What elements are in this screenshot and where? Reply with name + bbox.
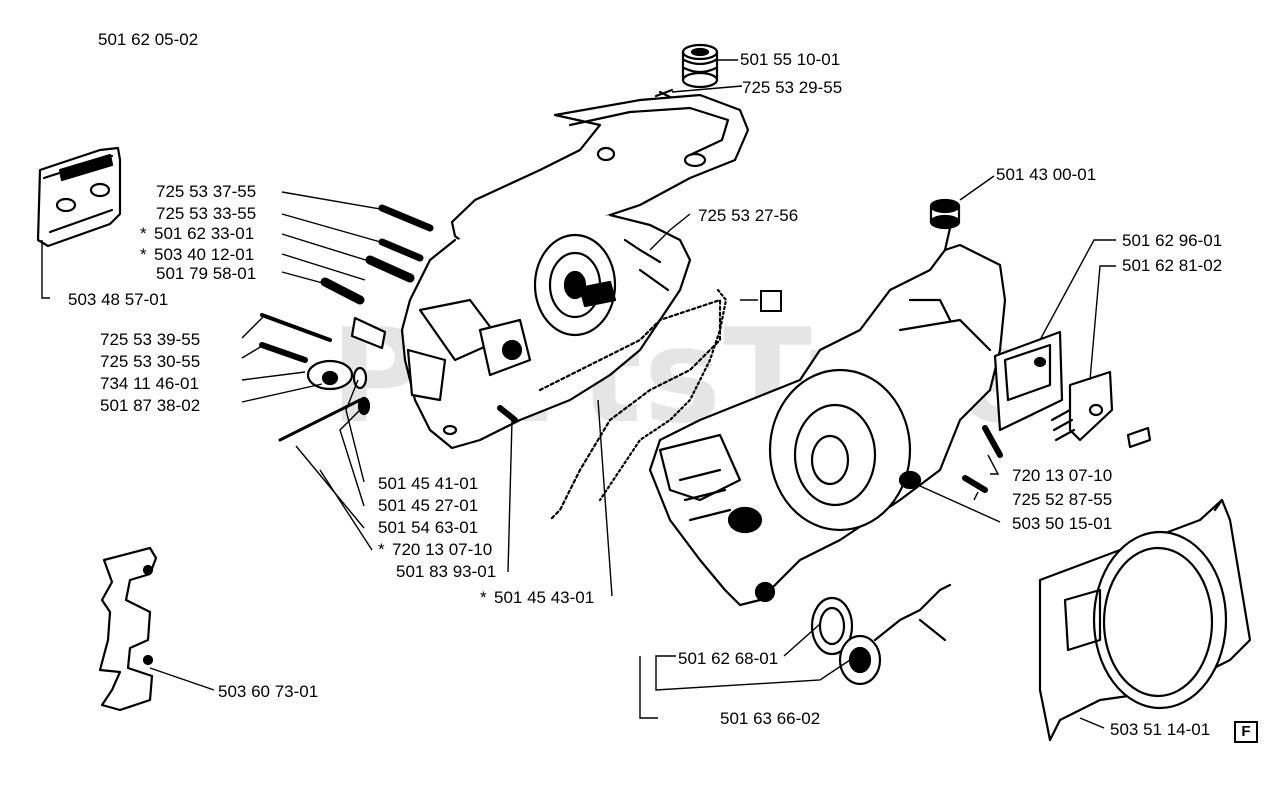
part-number-text: 501 62 81-02: [1122, 256, 1223, 275]
part-label-734-11-46-01: 734 11 46-01: [100, 374, 199, 394]
part-label-501-79-58-01: 501 79 58-01: [156, 264, 256, 284]
part-number-text: 501 62 33-01: [154, 224, 255, 243]
part-number-text: 725 53 29-55: [742, 78, 843, 97]
bracket-plate-part: [1050, 370, 1114, 442]
part-number-text: 501 62 68-01: [678, 649, 779, 668]
fuel-cap-part: [838, 583, 952, 686]
part-label-503-48-57-01: 503 48 57-01: [68, 290, 168, 310]
asterisk-marker: *: [140, 224, 147, 243]
part-number-text: 503 50 15-01: [1012, 514, 1113, 533]
square-marker: [760, 290, 782, 312]
part-number-text: 720 13 07-10: [392, 540, 493, 559]
part-label-501-45-41-01: 501 45 41-01: [378, 474, 478, 494]
part-label-501-62-81-02: 501 62 81-02: [1122, 256, 1222, 276]
cover-plate-part: [993, 330, 1064, 432]
left-crankcase-part: [400, 93, 750, 450]
part-label-725-53-37-55: 725 53 37-55: [156, 182, 256, 202]
part-number-text: 501 83 93-01: [396, 562, 497, 581]
cap-part: [929, 198, 961, 230]
asterisk-marker: *: [140, 245, 147, 264]
part-label-503-51-14-01: 503 51 14-01: [1110, 720, 1210, 740]
part-number-text: 725 52 87-55: [1012, 490, 1113, 509]
seal-part: [810, 596, 854, 656]
part-number-text: 503 40 12-01: [154, 245, 255, 264]
part-label-720-13-07-10: 720 13 07-10: [1012, 466, 1112, 486]
buffer-spring-part: [681, 43, 719, 89]
part-number-text: 725 53 30-55: [100, 352, 201, 371]
part-label-725-52-87-55: 725 52 87-55: [1012, 490, 1112, 510]
part-number-text: 720 13 07-10: [1012, 466, 1113, 485]
part-number-text: 503 48 57-01: [68, 290, 169, 309]
right-crankcase-part: [648, 226, 1007, 607]
part-label-503-50-15-01: 503 50 15-01: [1012, 514, 1112, 534]
part-label-501-43-00-01: 501 43 00-01: [996, 165, 1096, 185]
part-label-725-53-27-56: 725 53 27-56: [698, 206, 798, 226]
part-label-725-53-30-55: 725 53 30-55: [100, 352, 200, 372]
asterisk-marker: *: [378, 540, 385, 559]
part-label-501-62-33-01: * 501 62 33-01: [140, 224, 254, 244]
part-label-501-62-68-01: 501 62 68-01: [678, 649, 778, 669]
part-number-text: 501 55 10-01: [740, 50, 841, 69]
part-label-501-62-96-01: 501 62 96-01: [1122, 231, 1222, 251]
part-number-text: 503 60 73-01: [218, 682, 319, 701]
part-label-720-13-07-10: * 720 13 07-10: [378, 540, 492, 560]
part-label-725-53-39-55: 725 53 39-55: [100, 330, 200, 350]
part-number-text: 501 62 96-01: [1122, 231, 1223, 250]
part-number-text: 501 54 63-01: [378, 518, 479, 537]
asterisk-marker: *: [480, 588, 487, 607]
part-number-text: 734 11 46-01: [100, 374, 199, 393]
part-label-725-53-33-55: 725 53 33-55: [156, 204, 256, 224]
starter-cover-part: [1038, 498, 1252, 742]
guide-plate-part: [36, 146, 122, 248]
part-number-text: 725 53 39-55: [100, 330, 201, 349]
part-label-503-40-12-01: * 503 40 12-01: [140, 245, 254, 265]
part-number-text: 725 53 37-55: [156, 182, 257, 201]
header-part-number: 501 62 05-02: [98, 30, 199, 49]
part-label-501-54-63-01: 501 54 63-01: [378, 518, 478, 538]
part-label-501-55-10-01: 501 55 10-01: [740, 50, 840, 70]
part-label-501-83-93-01: 501 83 93-01: [396, 562, 496, 582]
part-number-text: 501 63 66-02: [720, 709, 821, 728]
part-label-725-53-29-55: 725 53 29-55: [742, 78, 842, 98]
part-number-text: 501 45 41-01: [378, 474, 479, 493]
part-number-text: 501 43 00-01: [996, 165, 1097, 184]
part-number-text: 501 45 27-01: [378, 496, 479, 515]
part-number-text: 725 53 33-55: [156, 204, 257, 223]
part-label-503-60-73-01: 503 60 73-01: [218, 682, 318, 702]
part-number-text: 725 53 27-56: [698, 206, 799, 225]
part-label-501-45-43-01: * 501 45 43-01: [480, 588, 594, 608]
part-number-text: 501 79 58-01: [156, 264, 257, 283]
part-label-501-45-27-01: 501 45 27-01: [378, 496, 478, 516]
part-number-text: 501 87 38-02: [100, 396, 201, 415]
part-number-text: 503 51 14-01: [1110, 720, 1211, 739]
page-marker: F: [1234, 721, 1258, 743]
chain-catcher-part: [98, 546, 158, 712]
part-label-501-87-38-02: 501 87 38-02: [100, 396, 200, 416]
part-number-text: 501 45 43-01: [494, 588, 595, 607]
part-label-501-63-66-02: 501 63 66-02: [720, 709, 820, 729]
